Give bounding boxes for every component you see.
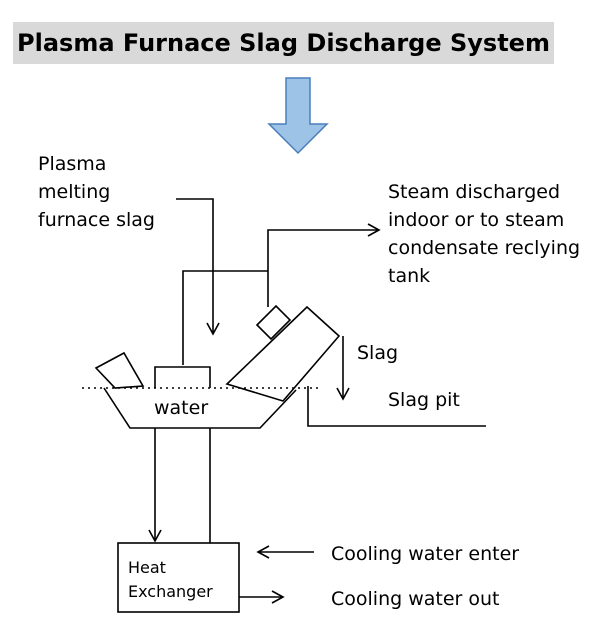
tank-inner-bucket xyxy=(154,366,211,388)
page-title: Plasma Furnace Slag Discharge System xyxy=(17,29,550,57)
steam-label-line1: Steam discharged xyxy=(388,181,560,203)
down-arrow-icon xyxy=(267,77,329,155)
water-tank-body xyxy=(103,387,297,429)
hx-label-line2: Exchanger xyxy=(128,582,213,601)
input-label-line1: Plasma xyxy=(38,153,106,175)
steam-discharge-line xyxy=(267,223,381,307)
title-bar: Plasma Furnace Slag Discharge System xyxy=(13,22,554,64)
steam-label-line2: indoor or to steam xyxy=(388,209,564,231)
cooling-out-label: Cooling water out xyxy=(331,588,500,610)
hx-label-line1: Heat xyxy=(128,558,166,577)
tank-vent-pipe xyxy=(182,270,268,365)
slag-pit-floor xyxy=(307,386,486,427)
heat-exchanger-box xyxy=(117,542,240,613)
steam-label-line4: tank xyxy=(388,265,430,287)
inclined-conveyor xyxy=(225,305,341,402)
slag-pit-label: Slag pit xyxy=(388,389,460,411)
water-label: water xyxy=(154,397,208,419)
steam-label-line3: condensate reclying xyxy=(388,237,580,259)
slag-label: Slag xyxy=(357,342,398,364)
cooling-in-label: Cooling water enter xyxy=(331,543,519,565)
input-label-line3: furnace slag xyxy=(38,209,155,231)
input-label-line2: melting xyxy=(38,181,110,203)
slag-feed-line xyxy=(176,198,220,336)
tank-left-flap xyxy=(94,351,145,389)
conveyor-small-box xyxy=(255,304,292,341)
